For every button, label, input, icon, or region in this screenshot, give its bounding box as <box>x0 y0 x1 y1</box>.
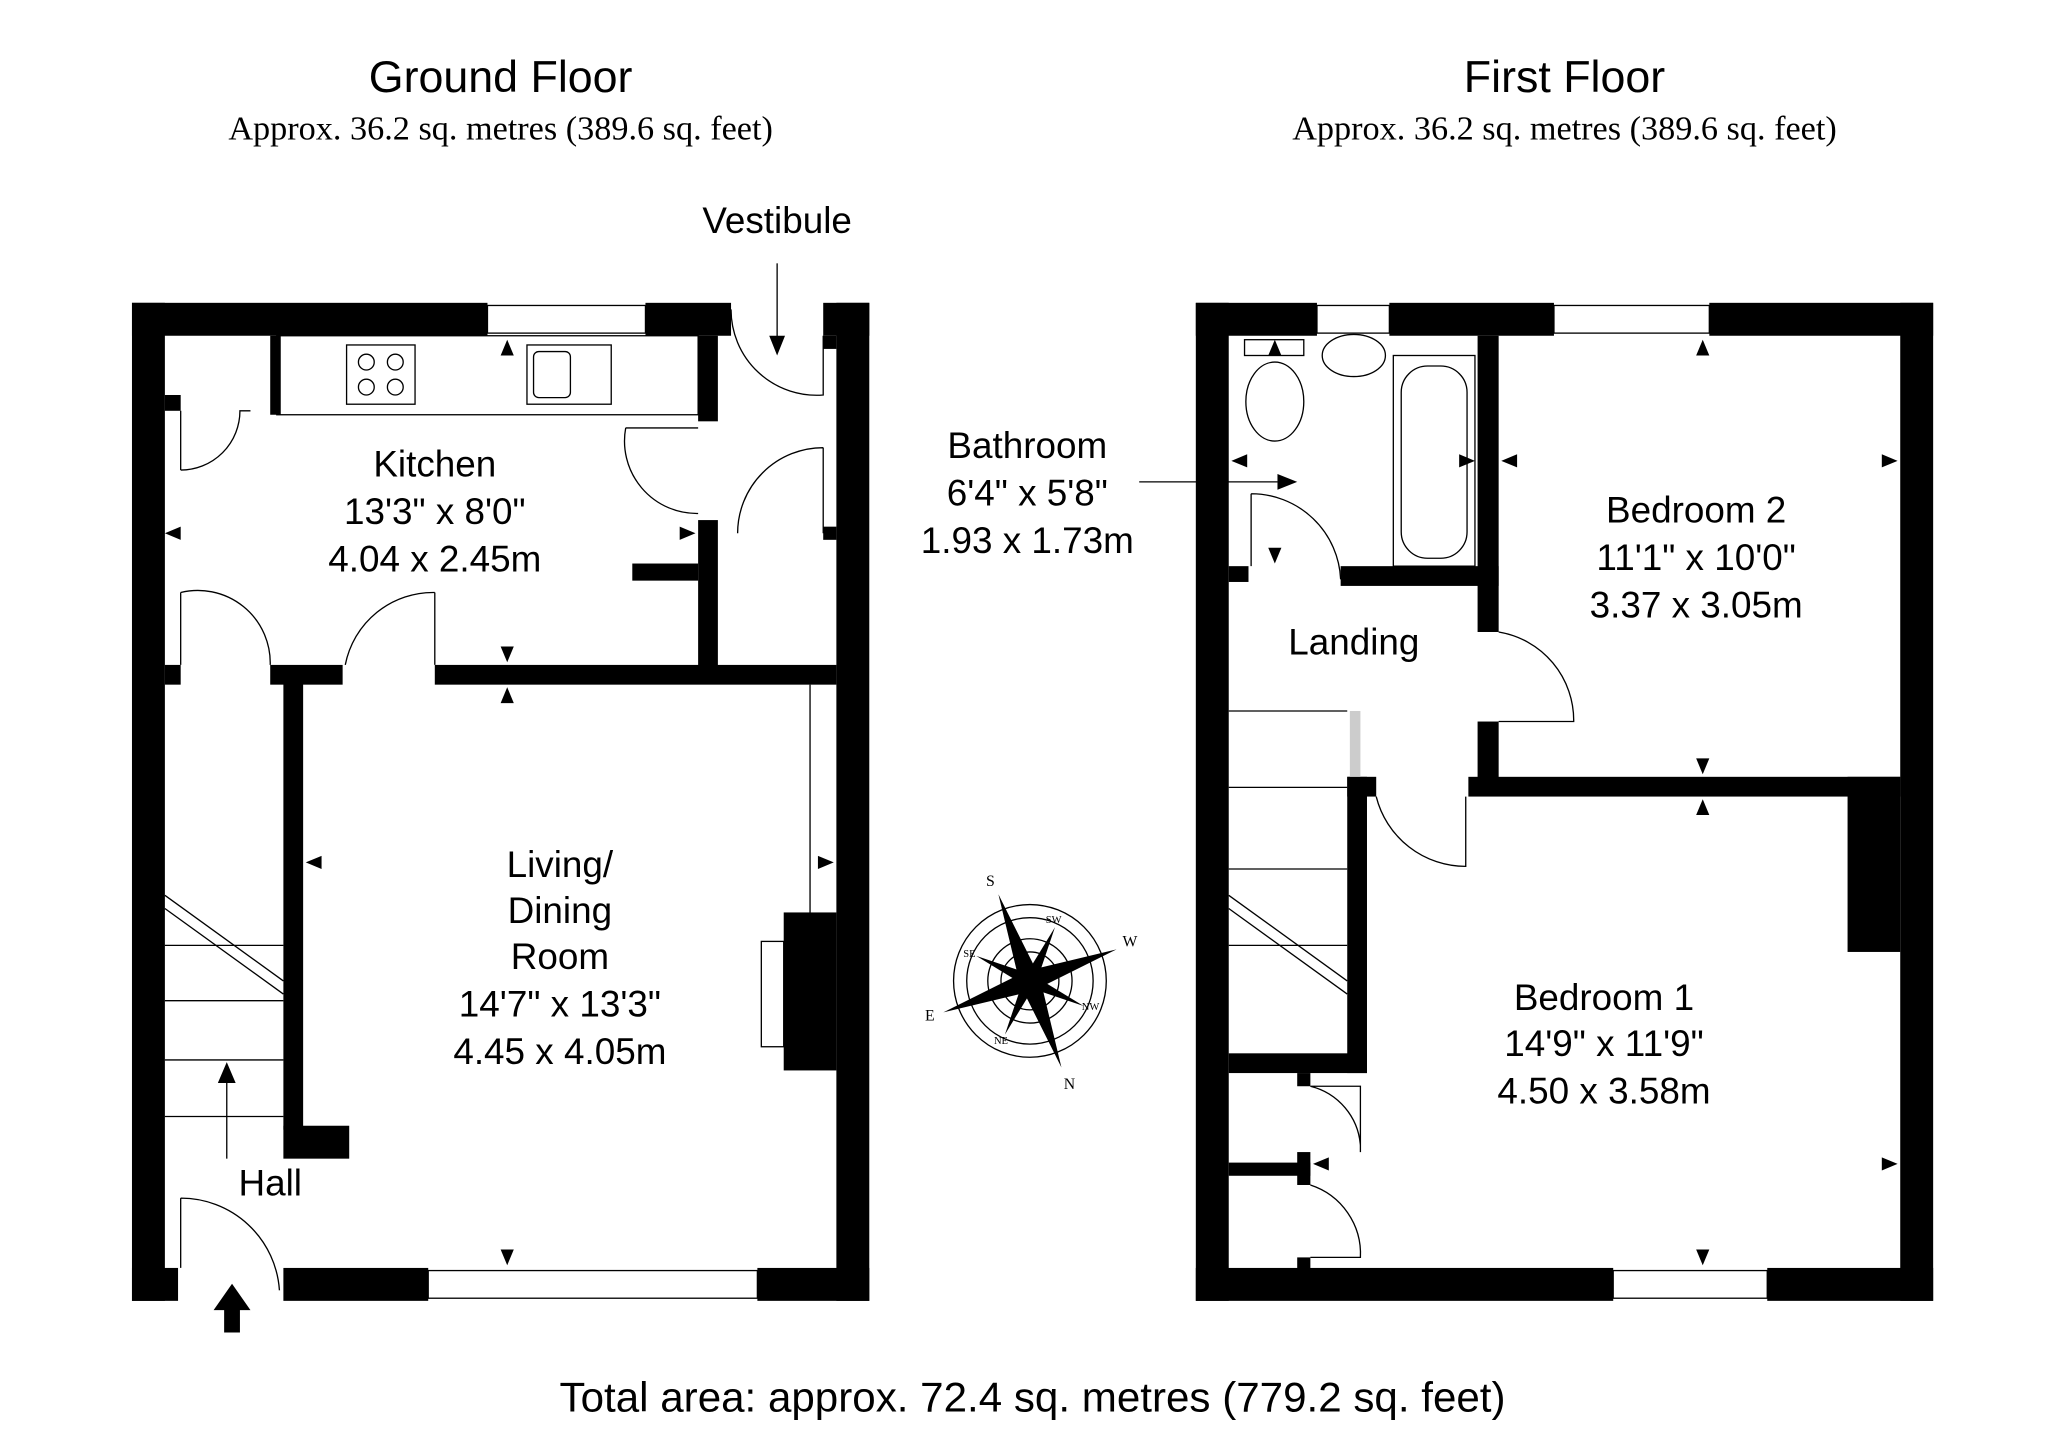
compass-rose-icon: S SW W NW N NE E SE <box>925 873 1138 1093</box>
ground-floor-title: Ground Floor <box>369 52 633 102</box>
compass-s: S <box>986 873 995 890</box>
kitchen-metric: 4.04 x 2.45m <box>328 538 541 579</box>
compass-ne: NE <box>994 1036 1008 1047</box>
compass-se: SE <box>963 949 975 960</box>
compass-e: E <box>925 1007 935 1024</box>
ground-floor-walls <box>131 302 870 1301</box>
ground-floor-doors <box>180 309 824 1291</box>
vestibule-label: Vestibule <box>702 200 852 241</box>
landing-label: Landing <box>1288 621 1419 662</box>
living-imperial: 14'7" x 13'3" <box>459 983 661 1024</box>
first-floor-walls <box>1195 302 1934 1301</box>
bedroom1-imperial: 14'9" x 11'9" <box>1504 1023 1703 1064</box>
first-floor-area: Approx. 36.2 sq. metres (389.6 sq. feet) <box>1292 110 1837 148</box>
living-label-1: Living/ <box>507 844 614 885</box>
compass-w: W <box>1123 934 1138 951</box>
first-floor-stairs <box>1228 710 1348 995</box>
bedroom2-metric: 3.37 x 3.05m <box>1590 585 1803 626</box>
first-floor-doors <box>1250 493 1575 1259</box>
toilet-icon <box>1245 361 1305 442</box>
bedroom1-label: Bedroom 1 <box>1514 977 1694 1018</box>
bedroom1-metric: 4.50 x 3.58m <box>1497 1070 1710 1111</box>
bathroom-label: Bathroom <box>947 425 1107 466</box>
ground-stairs <box>164 894 284 1159</box>
kitchen-imperial: 13'3" x 8'0" <box>344 491 526 532</box>
basin-icon <box>1321 333 1387 378</box>
compass-nw: NW <box>1082 1002 1100 1013</box>
kitchen-label: Kitchen <box>373 444 496 485</box>
ground-floor-area: Approx. 36.2 sq. metres (389.6 sq. feet) <box>228 110 773 148</box>
bedroom2-imperial: 11'1" x 10'0" <box>1596 537 1795 578</box>
bathroom-imperial: 6'4" x 5'8" <box>947 473 1108 514</box>
sink-icon <box>526 344 612 405</box>
first-floor-title: First Floor <box>1464 52 1665 102</box>
total-area: Total area: approx. 72.4 sq. metres (779… <box>560 1373 1506 1420</box>
bedroom2-label: Bedroom 2 <box>1606 490 1786 531</box>
compass-n: N <box>1064 1076 1076 1093</box>
hob-icon <box>345 344 416 405</box>
bathroom-metric: 1.93 x 1.73m <box>921 520 1134 561</box>
living-label-3: Room <box>511 936 609 977</box>
dimension-markers <box>164 339 834 1266</box>
compass-sw: SW <box>1046 915 1062 926</box>
entrance-arrow-icon <box>213 1283 251 1333</box>
hall-label: Hall <box>238 1163 302 1204</box>
bathroom-fixtures <box>1243 333 1476 567</box>
first-dimension-markers <box>1231 339 1898 1266</box>
living-metric: 4.45 x 4.05m <box>453 1031 666 1072</box>
living-label-2: Dining <box>508 890 613 931</box>
kitchen-units <box>276 335 699 416</box>
